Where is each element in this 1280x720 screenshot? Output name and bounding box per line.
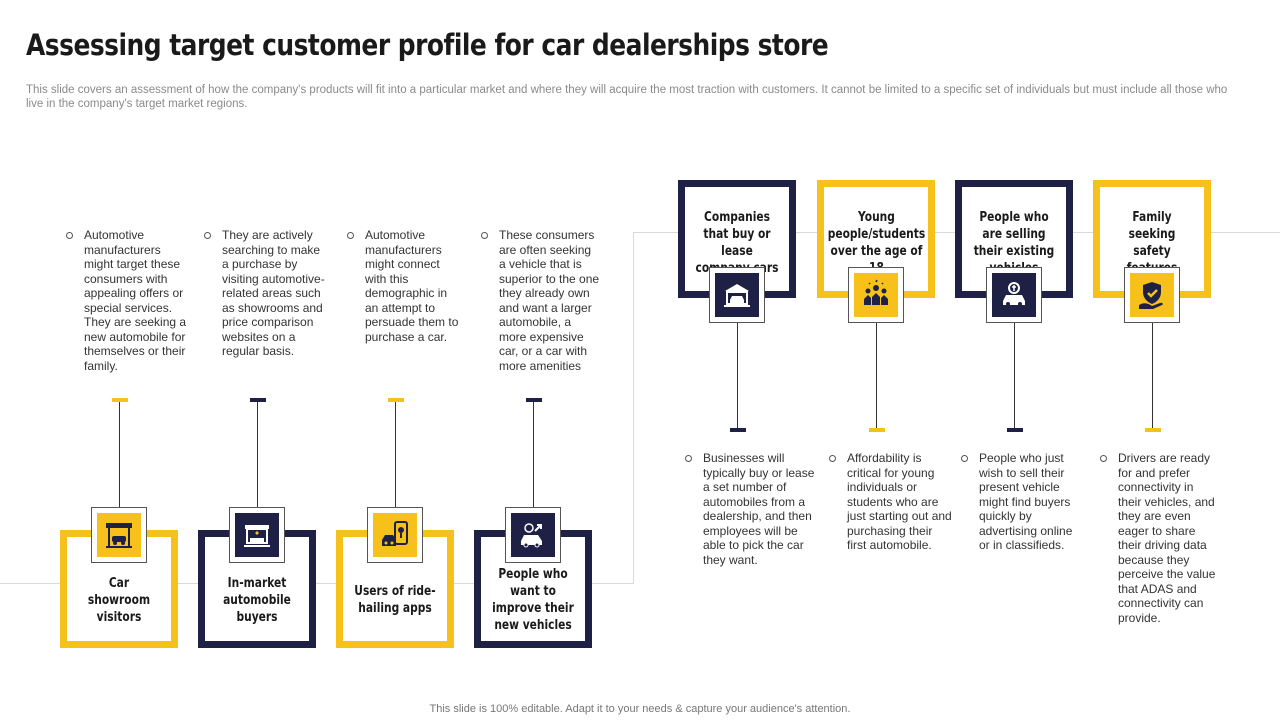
bottom-profile-1-description: Automotive manufacturers might target th… [66,228,188,373]
bottom-profile-2-badge [229,507,285,563]
bottom-profile-2-connector [257,400,258,507]
footer-note: This slide is 100% editable. Adapt it to… [429,703,851,715]
top-profile-3-connector [1014,323,1015,429]
top-profile-4-connector-cap [1145,428,1161,432]
bottom-profile-3-description: Automotive manufacturers might connect w… [347,228,463,344]
top-profile-3-connector-cap [1007,428,1023,432]
ride-app-icon [373,513,417,557]
showroom-icon [97,513,141,557]
bottom-profile-2-connector-cap [250,398,266,402]
bottom-profile-4-connector [533,400,534,507]
top-profile-3-description: People who just wish to sell their prese… [961,451,1075,553]
bottom-profile-1-badge [91,507,147,563]
top-profile-4-description: Drivers are ready for and prefer connect… [1100,451,1218,625]
bottom-profile-3-connector [395,400,396,507]
fleet-icon [715,273,759,317]
top-profile-2-description: Affordability is critical for young indi… [829,451,955,553]
top-profile-3-badge [986,267,1042,323]
car-dealer-icon [235,513,279,557]
rail-vertical-joint [633,233,634,584]
bottom-profile-3-label: Users of ride-hailing apps [354,584,436,616]
bottom-profile-1-connector-cap [112,398,128,402]
top-profile-1-badge [709,267,765,323]
bottom-profile-2-description: They are actively searching to make a pu… [204,228,330,359]
top-profile-1-connector-cap [730,428,746,432]
safety-shield-icon [1130,273,1174,317]
bottom-profile-4-description: These consumers are often seeking a vehi… [481,228,601,373]
bottom-profile-4-badge [505,507,561,563]
top-profile-2-badge [848,267,904,323]
bottom-profile-1-label: Car showroom visitors [87,575,151,625]
page-title: Assessing target customer profile for ca… [26,28,829,62]
car-sale-icon [992,273,1036,317]
top-profile-1-description: Businesses will typically buy or lease a… [685,451,823,567]
page-subtitle: This slide covers an assessment of how t… [26,84,1228,110]
bottom-rail-line [0,583,634,584]
young-people-icon [854,273,898,317]
bottom-profile-3-badge [367,507,423,563]
bottom-profile-4-label: People who want to improve their new veh… [492,567,574,633]
car-upgrade-icon [511,513,555,557]
top-profile-4-badge [1124,267,1180,323]
bottom-profile-1-connector [119,400,120,507]
top-profile-2-connector [876,323,877,429]
top-profile-4-connector [1152,323,1153,429]
top-profile-1-connector [737,323,738,429]
top-profile-3-card: People who are selling their existing ve… [955,180,1073,298]
bottom-profile-2-label: In-market automobile buyers [223,575,291,625]
bottom-profile-4-connector-cap [526,398,542,402]
bottom-profile-3-connector-cap [388,398,404,402]
top-profile-2-connector-cap [869,428,885,432]
